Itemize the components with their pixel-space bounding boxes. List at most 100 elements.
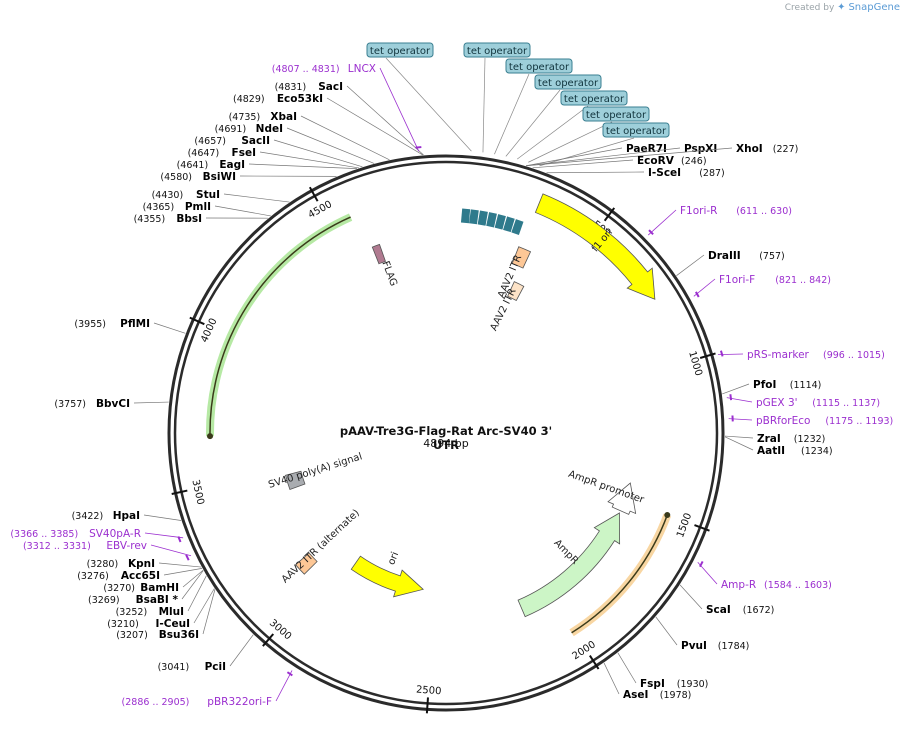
primer-name: LNCX [348, 63, 376, 75]
site-position: (1234) [801, 446, 833, 457]
primer-range: (3366 .. 3385) [10, 529, 78, 540]
site-name: BsaBI * [136, 594, 179, 606]
site-name: SacI [318, 81, 343, 93]
site-leader [301, 116, 389, 160]
site-name: XhoI [736, 143, 763, 155]
primer-mark [730, 394, 731, 400]
site-leader [203, 589, 215, 634]
site-leader [526, 148, 622, 166]
site-position: (4829) [233, 94, 265, 105]
site-position: (3207) [116, 630, 148, 641]
primer-mark [721, 351, 723, 357]
operator-leader [539, 138, 634, 166]
site-position: (4831) [275, 82, 307, 93]
primer-range: (2886 .. 2905) [122, 697, 190, 708]
tick-label: 1500 [675, 512, 694, 540]
site-leader [159, 563, 201, 567]
site-name: EcoRV [637, 155, 675, 167]
primer-range: (3312 .. 3331) [23, 541, 91, 552]
primer-range: (611 .. 630) [736, 206, 792, 217]
operator-leader [494, 74, 529, 154]
site-leader [546, 172, 644, 173]
plasmid-length: 4894 bp [326, 437, 566, 450]
site-name: PvuI [681, 640, 707, 652]
primer-range: (996 .. 1015) [823, 350, 885, 361]
site-name: Eco53kI [277, 93, 323, 105]
site-name: Bsu36I [159, 629, 199, 641]
primer-leader [380, 68, 419, 151]
site-position: (4355) [134, 214, 166, 225]
site-position: (1930) [677, 679, 709, 690]
site-position: (3280) [87, 559, 119, 570]
site-name: KpnI [128, 558, 155, 570]
site-name: BbsI [176, 213, 202, 225]
primer-mark [415, 147, 421, 148]
operator-label: tet operator [467, 46, 528, 57]
operator-leader [386, 58, 471, 151]
site-name: NdeI [256, 123, 283, 135]
operator-label: tet operator [606, 126, 667, 137]
site-position: (4365) [143, 202, 175, 213]
operator-label: tet operator [509, 62, 570, 73]
primer-name: pBR322ori-F [207, 696, 272, 708]
operator-label: tet operator [370, 46, 431, 57]
site-name: BamHI [140, 582, 179, 594]
tick-label: 3500 [189, 479, 205, 506]
brand-name: SnapGene [848, 2, 900, 13]
site-name: PfoI [753, 379, 776, 391]
site-leader [164, 568, 202, 575]
primer-name: F1ori-R [680, 205, 717, 217]
site-position: (4430) [152, 190, 184, 201]
feature-label: FLAG [379, 260, 398, 288]
site-position: (4691) [215, 124, 247, 135]
primer-name: SV40pA-R [89, 528, 141, 540]
site-leader [618, 653, 636, 683]
feature-label: AmpR [551, 538, 580, 567]
primer-mark [186, 555, 189, 560]
site-name: ZraI [757, 433, 781, 445]
primer-name: F1ori-F [719, 274, 755, 286]
site-name: PciI [205, 661, 226, 673]
site-name: SacII [241, 135, 270, 147]
primer-leader [648, 210, 676, 235]
primer-range: (821 .. 842) [775, 275, 831, 286]
primer-name: pGEX 3' [756, 397, 798, 409]
site-leader [676, 255, 704, 276]
primer-range: (4807 .. 4831) [272, 64, 340, 75]
site-name: DraIII [708, 250, 741, 262]
tre-boxes [461, 209, 524, 235]
site-position: (4580) [160, 172, 192, 183]
site-name: I-SceI [648, 167, 681, 179]
site-name: XbaI [270, 111, 297, 123]
primer-leader [276, 670, 292, 701]
operator-leader [517, 106, 588, 159]
orf-arc-tip [207, 433, 213, 439]
tick-label: 2500 [416, 685, 442, 698]
site-name: AatII [757, 445, 785, 457]
site-position: (1232) [794, 434, 826, 445]
snapgene-credit[interactable]: Created by ✦ SnapGene [785, 2, 900, 13]
site-leader [134, 402, 169, 403]
feature-ampr [518, 513, 620, 617]
feature-label: AmpR promoter [567, 469, 646, 506]
site-position: (3422) [72, 511, 104, 522]
site-name: PflMI [120, 318, 150, 330]
site-position: (3276) [77, 571, 109, 582]
site-position: (3270) [103, 583, 135, 594]
operator-leader [483, 58, 485, 152]
site-position: (4657) [194, 136, 226, 147]
operator-label: tet operator [564, 94, 625, 105]
site-leader [260, 152, 359, 168]
primer-name: Amp-R [721, 579, 756, 591]
tick-label: 4000 [199, 317, 219, 345]
site-leader [722, 384, 749, 394]
site-name: AseI [623, 689, 648, 701]
tet-operators: tet operator tet operator tet operator tet … [367, 43, 669, 166]
site-name: EagI [219, 159, 245, 171]
site-leader [215, 206, 271, 216]
feature-flag [372, 244, 385, 263]
site-leader [154, 323, 185, 333]
primer-range: (1175 .. 1193) [825, 416, 893, 427]
